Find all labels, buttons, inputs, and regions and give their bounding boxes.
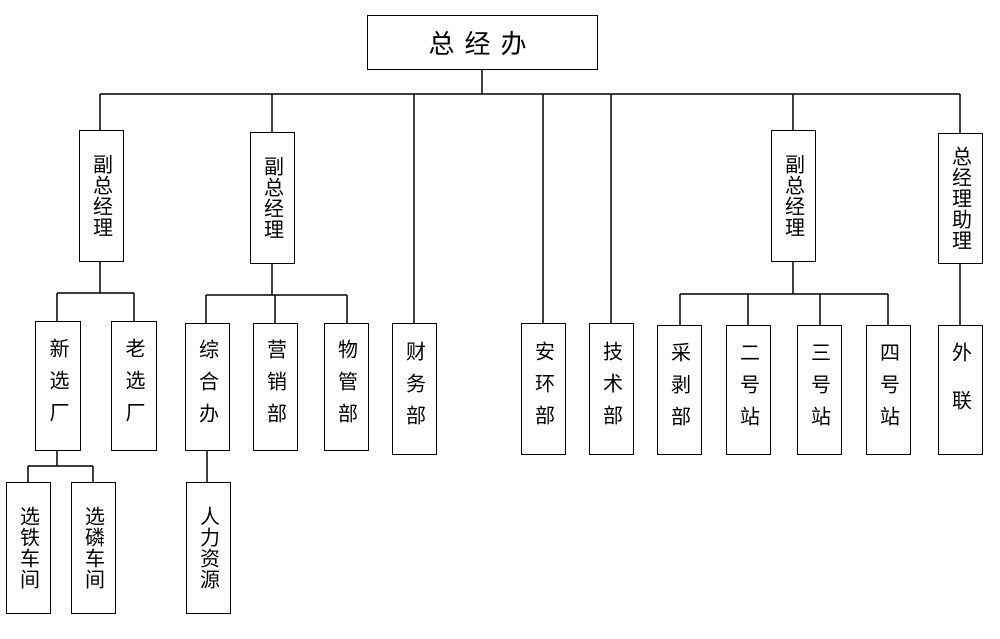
node-caibo-label: 采剥部 xyxy=(667,342,692,438)
node-caibo: 采剥部 xyxy=(657,325,702,455)
node-vice-gm-3-label: 副总经理 xyxy=(781,154,806,238)
node-wailian-label: 外联 xyxy=(948,342,973,438)
node-vice-gm-2: 副总经理 xyxy=(250,132,295,264)
node-sanhao: 三号站 xyxy=(797,325,842,455)
node-vice-gm-3: 副总经理 xyxy=(771,130,816,262)
node-zonghe: 综合办 xyxy=(185,323,230,451)
node-renli: 人力资源 xyxy=(186,482,231,614)
node-xuantie: 选铁车间 xyxy=(6,482,51,614)
node-anhuan: 安环部 xyxy=(521,323,566,455)
node-wuguan-label: 物管部 xyxy=(334,339,359,435)
node-wuguan: 物管部 xyxy=(324,323,369,451)
node-yingxiao: 营销部 xyxy=(253,323,298,451)
node-sanhao-label: 三号站 xyxy=(807,342,832,438)
node-erhao-label: 二号站 xyxy=(736,342,761,438)
node-xuanlin: 选磷车间 xyxy=(71,482,116,614)
node-sihao-label: 四号站 xyxy=(876,342,901,438)
node-jishu-label: 技术部 xyxy=(599,341,624,437)
node-vice-gm-1: 副总经理 xyxy=(79,130,124,262)
node-yingxiao-label: 营销部 xyxy=(263,339,288,435)
node-xinxuan: 新选厂 xyxy=(35,321,81,451)
node-laoxuan: 老选厂 xyxy=(111,321,157,451)
node-jishu: 技术部 xyxy=(589,323,634,455)
node-anhuan-label: 安环部 xyxy=(531,341,556,437)
node-xinxuan-label: 新选厂 xyxy=(46,338,70,434)
node-root: 总经办 xyxy=(367,15,598,70)
node-renli-label: 人力资源 xyxy=(196,506,221,590)
node-xuanlin-label: 选磷车间 xyxy=(81,506,106,590)
node-sihao: 四号站 xyxy=(866,325,911,455)
node-laoxuan-label: 老选厂 xyxy=(122,338,146,434)
node-vice-gm-1-label: 副总经理 xyxy=(89,154,114,238)
node-caiwu: 财务部 xyxy=(392,323,437,455)
node-root-label: 总经办 xyxy=(428,30,537,60)
node-assistant-label: 总经理助理 xyxy=(948,146,973,251)
node-wailian: 外联 xyxy=(938,325,983,455)
node-vice-gm-2-label: 副总经理 xyxy=(260,156,285,240)
node-erhao: 二号站 xyxy=(726,325,771,455)
node-caiwu-label: 财务部 xyxy=(402,341,427,437)
node-xuantie-label: 选铁车间 xyxy=(16,506,41,590)
node-zonghe-label: 综合办 xyxy=(195,339,220,435)
node-assistant: 总经理助理 xyxy=(938,133,983,264)
